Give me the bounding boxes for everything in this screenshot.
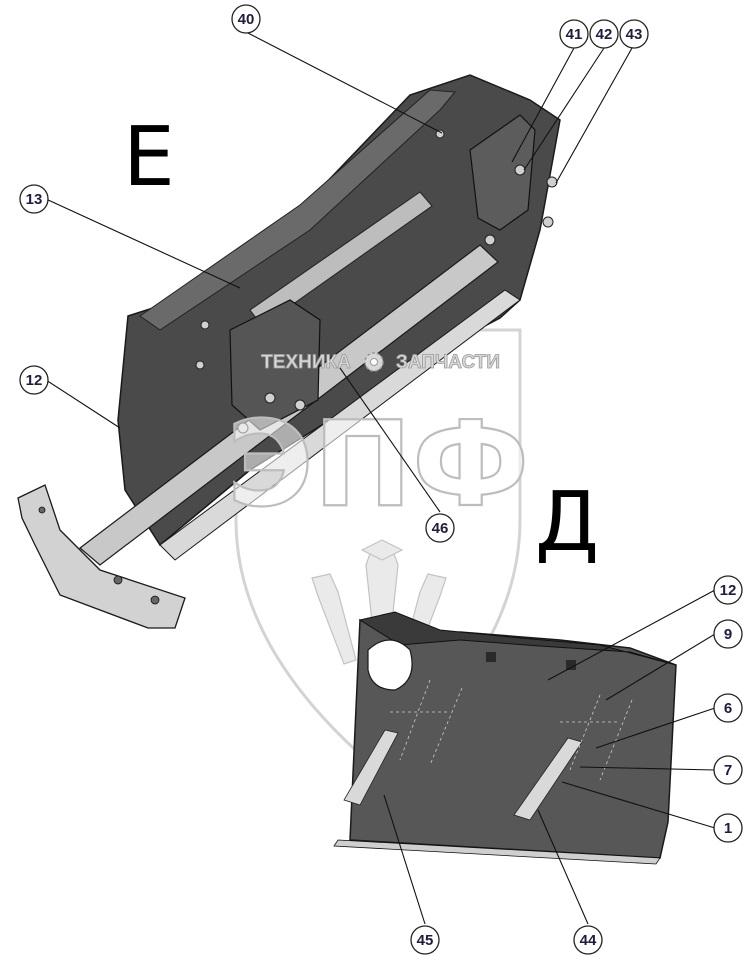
bolts-upper: [195, 129, 558, 434]
watermark-line-left: ТЕХНИКА: [261, 352, 351, 373]
svg-text:6: 6: [724, 700, 732, 717]
left-bracket-holes: [38, 506, 160, 605]
callout-6: 6: [713, 693, 743, 723]
upper-rail-beam-lower: [159, 289, 521, 561]
callout-9: 9: [713, 619, 743, 649]
svg-text:46: 46: [432, 520, 449, 537]
callout-46: 46: [425, 513, 455, 543]
hidden-lines: [390, 679, 633, 781]
upper-assembly: [17, 74, 561, 629]
svg-text:44: 44: [580, 932, 597, 949]
svg-text:41: 41: [566, 26, 583, 43]
callout-40: 40: [231, 4, 261, 34]
lower-panel-cutout: [367, 639, 413, 691]
lower-tab-2: [566, 660, 576, 670]
callout-1: 1: [713, 813, 743, 843]
lower-panel-top-edge: [358, 611, 677, 666]
watermark-line-right: ЗАПЧАСТИ: [396, 352, 500, 373]
center-plate: [229, 299, 321, 431]
svg-text:13: 13: [26, 191, 43, 208]
view-label-lower: Д: [535, 475, 599, 570]
svg-text:12: 12: [720, 582, 737, 599]
callout-7: 7: [713, 755, 743, 785]
svg-text:12: 12: [26, 372, 43, 389]
view-label-upper: Е: [123, 110, 175, 205]
callout-12-upper: 12: [19, 365, 49, 395]
watermark-big-letters: ЭПФ: [227, 395, 529, 533]
upper-top-strip: [139, 89, 457, 331]
slot-left: [343, 729, 399, 806]
upper-bracket: [469, 114, 536, 231]
callouts: 40 41 42 43 13 12 46 12: [19, 4, 743, 955]
svg-text:45: 45: [417, 932, 434, 949]
callout-42: 42: [589, 19, 619, 49]
callout-43: 43: [619, 19, 649, 49]
callout-12-lower: 12: [713, 575, 743, 605]
svg-text:40: 40: [238, 11, 255, 28]
svg-text:42: 42: [596, 26, 613, 43]
svg-text:1: 1: [724, 820, 732, 837]
leader-lines: [45, 31, 716, 925]
slot-right: [513, 737, 583, 821]
callout-13: 13: [19, 184, 49, 214]
svg-text:9: 9: [724, 626, 732, 643]
svg-text:43: 43: [626, 26, 643, 43]
gear-icon: [364, 352, 384, 372]
callout-45: 45: [410, 925, 440, 955]
callout-44: 44: [573, 925, 603, 955]
left-bracket: [17, 484, 186, 629]
watermark-foreground: ЭПФ ТЕХНИКА ЗАПЧАСТИ: [226, 352, 531, 535]
lower-panel-bottom-strip: [333, 839, 661, 865]
lower-tab-1: [486, 652, 496, 662]
svg-text:7: 7: [724, 762, 732, 779]
lower-assembly: [333, 611, 677, 865]
callout-41: 41: [559, 19, 589, 49]
